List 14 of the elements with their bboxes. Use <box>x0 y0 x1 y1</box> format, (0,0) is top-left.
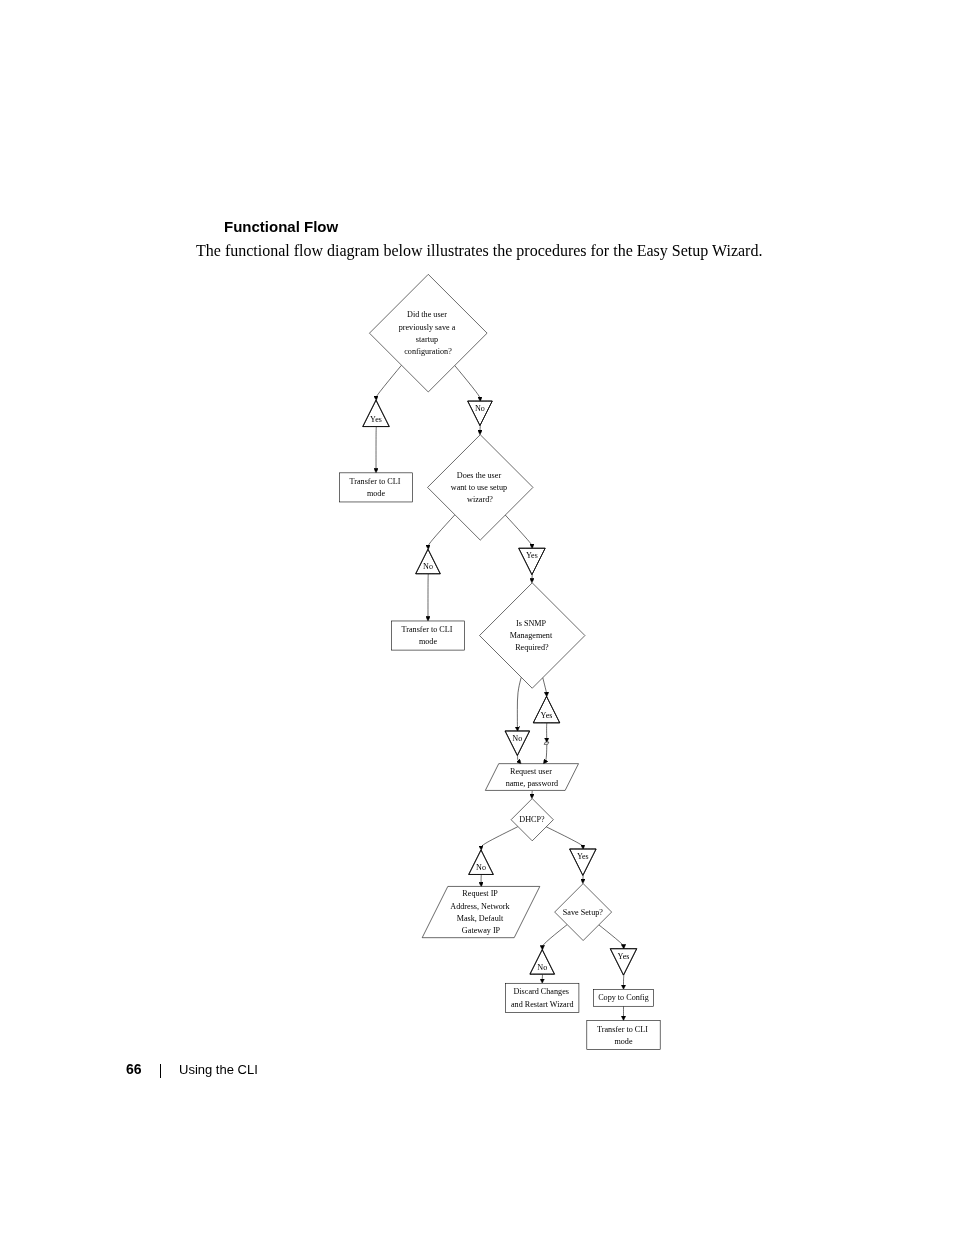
node-box: Copy to Config <box>593 989 655 1007</box>
node-box: Transfer to CLI mode <box>586 1020 661 1050</box>
chapter-name: Using the CLI <box>179 1062 258 1077</box>
page-number: 66 <box>126 1061 142 1077</box>
node-diamond: Is SNMP Management Required? <box>479 582 586 689</box>
node-box: Transfer to CLI mode <box>391 620 466 651</box>
section-heading: Functional Flow <box>224 218 339 235</box>
node-diamond: DHCP? <box>511 798 554 842</box>
node-diamond: Save Setup? <box>554 883 613 941</box>
node-box: Transfer to CLI mode <box>339 472 414 503</box>
node-diamond: Did the user previously save a startup configuration? <box>369 274 488 393</box>
node-parallelogram <box>544 741 550 745</box>
node-box: Discard Changes and Restart Wizard <box>505 983 580 1013</box>
node-diamond: Does the user want to use setup wizard? <box>427 434 534 541</box>
